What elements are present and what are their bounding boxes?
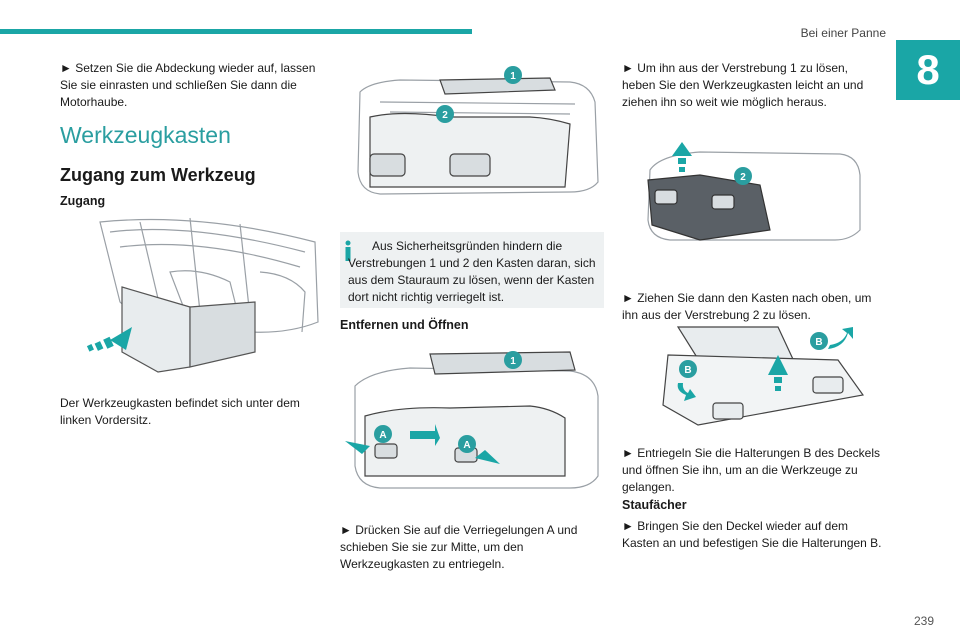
arrow-up-icon <box>672 142 692 172</box>
callout-a-left: A <box>379 430 386 441</box>
sub-subtitle: Zugang <box>60 194 106 208</box>
toolbox-struts-illustration: 1 2 <box>357 66 599 195</box>
callout-1: 1 <box>510 71 516 82</box>
section-title: Bei einer Panne <box>800 26 886 40</box>
page-title: Werkzeugkasten <box>60 122 231 148</box>
toolbox-open-illustration: B B <box>662 326 864 426</box>
seat-toolbox-illustration <box>86 217 319 373</box>
toolbox-unlock-illustration: 1 A A <box>345 351 599 489</box>
toolbox-pull-illustration: 2 <box>647 142 861 241</box>
location-text: Der Werkzeugkasten befindet sich unter d… <box>60 396 300 427</box>
callout-2: 2 <box>442 110 448 121</box>
callout-1b: 1 <box>510 356 516 367</box>
header-accent-bar <box>0 29 472 34</box>
callout-a-right: A <box>463 440 470 451</box>
arrow-left-icon <box>475 450 500 464</box>
step-unlatch-text: ► Entriegeln Sie die Halterungen B des D… <box>622 446 881 494</box>
chapter-tab: 8 <box>896 40 960 100</box>
callout-b-left: B <box>684 365 691 376</box>
step-refit-text: ► Bringen Sie den Deckel wieder auf dem … <box>622 519 882 550</box>
intro-text: ► Setzen Sie die Abdeckung wieder auf, l… <box>60 61 316 109</box>
arrow-right-icon <box>345 441 370 454</box>
arrow-up-icon-2 <box>768 355 788 375</box>
step-lift-text: ► Um ihn aus der Verstrebung 1 zu lösen,… <box>622 61 864 109</box>
section-heading-storage: Staufächer <box>622 498 687 512</box>
step-unlock-text: ► Drücken Sie auf die Verriegelungen A u… <box>340 523 578 571</box>
page-number: 239 <box>914 614 935 628</box>
safety-note: Aus Sicherheitsgründen hindern die Verst… <box>340 232 604 308</box>
info-icon <box>345 240 351 261</box>
note-text: Aus Sicherheitsgründen hindern die Verst… <box>348 239 596 304</box>
callout-2b: 2 <box>740 172 746 183</box>
section-heading-remove: Entfernen und Öffnen <box>340 318 469 332</box>
callout-b-right: B <box>815 337 822 348</box>
step-pull-text: ► Ziehen Sie dann den Kasten nach oben, … <box>622 291 872 322</box>
subtitle: Zugang zum Werkzeug <box>60 165 256 185</box>
